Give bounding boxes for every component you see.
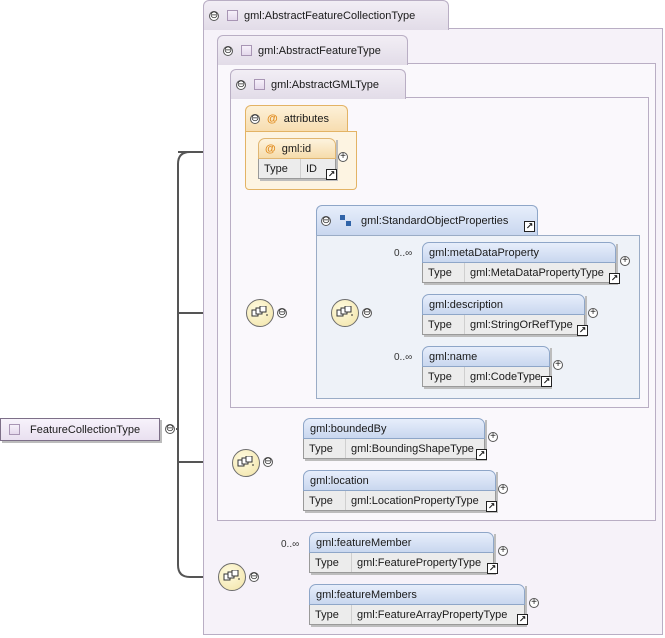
feature-type-tab[interactable]: ⊖ gml:AbstractFeatureType [217, 35, 408, 65]
complex-type-icon [227, 10, 238, 21]
standard-properties-label: gml:StandardObjectProperties [361, 214, 509, 227]
element-metadataproperty[interactable]: gml:metaDataProperty Type gml:MetaDataPro… [422, 242, 616, 283]
group-icon [340, 214, 351, 226]
element-name: gml:metaDataProperty [429, 246, 540, 259]
complex-type-icon [254, 79, 265, 90]
attribute-icon: @ [265, 142, 276, 155]
type-key: Type [423, 263, 465, 282]
expand-icon[interactable]: + [338, 152, 348, 162]
element-name[interactable]: gml:name Type gml:CodeType [422, 346, 550, 387]
feature-collection-tab[interactable]: ⊖ gml:AbstractFeatureCollectionType [203, 0, 449, 30]
complex-type-icon [9, 424, 20, 435]
sequence-icon-collection[interactable] [218, 563, 246, 591]
element-featuremember[interactable]: gml:featureMember Type gml:FeaturePropert… [309, 532, 494, 573]
type-key: Type [423, 315, 465, 334]
type-key: Type [310, 605, 352, 624]
type-value: gml:FeaturePropertyType [357, 556, 482, 569]
link-icon[interactable]: ↗ [517, 614, 528, 625]
sequence-icon-gml[interactable] [246, 299, 274, 327]
type-key: Type [304, 491, 346, 510]
collapse-icon[interactable]: ⊖ [250, 112, 260, 124]
element-location[interactable]: gml:location Type gml:LocationPropertyTyp… [303, 470, 496, 511]
type-key: Type [423, 367, 465, 386]
link-icon[interactable]: ↗ [476, 449, 487, 460]
element-name: gml:featureMember [316, 536, 412, 549]
expand-icon[interactable]: + [588, 308, 598, 318]
type-value: ID [306, 162, 317, 175]
sequence-icon-standard[interactable] [331, 299, 359, 327]
expand-icon[interactable]: + [529, 598, 539, 608]
collapse-icon[interactable]: ⊖ [263, 456, 273, 467]
collapse-icon[interactable]: ⊖ [223, 44, 233, 56]
element-name-label: gml:name [429, 350, 478, 363]
link-icon[interactable]: ↗ [609, 273, 620, 284]
element-featuremembers[interactable]: gml:featureMembers Type gml:FeatureArrayP… [309, 584, 525, 625]
collapse-icon[interactable]: ⊖ [277, 307, 287, 318]
expand-icon[interactable]: + [498, 546, 508, 556]
expand-icon[interactable]: + [553, 360, 563, 370]
link-icon[interactable]: ↗ [577, 325, 588, 336]
expand-icon[interactable]: + [498, 484, 508, 494]
expand-icon[interactable]: + [488, 432, 498, 442]
type-key: Type [310, 553, 352, 572]
collapse-icon[interactable]: ⊖ [236, 78, 246, 90]
sequence-icon-feature[interactable] [232, 449, 260, 477]
element-name: gml:description [429, 298, 503, 311]
feature-type-label: gml:AbstractFeatureType [258, 44, 381, 57]
attributes-tab[interactable]: ⊖ @ attributes [245, 105, 348, 131]
type-value: gml:FeatureArrayPropertyType [357, 608, 508, 621]
element-description[interactable]: gml:description Type gml:StringOrRefType [422, 294, 585, 335]
element-name: gml:boundedBy [310, 422, 387, 435]
cardinality-label: 0..∞ [394, 352, 413, 363]
type-value: gml:StringOrRefType [470, 318, 573, 331]
type-key: Type [259, 159, 301, 178]
link-icon[interactable]: ↗ [487, 563, 498, 574]
attribute-gml-id[interactable]: @ gml:id Type ID [258, 138, 336, 179]
gml-type-tab[interactable]: ⊖ gml:AbstractGMLType [230, 69, 406, 99]
attributes-label: attributes [283, 112, 329, 125]
link-icon[interactable]: ↗ [541, 376, 552, 387]
attribute-name: gml:id [281, 142, 312, 155]
collapse-icon[interactable]: ⊖ [165, 423, 175, 434]
type-value: gml:LocationPropertyType [351, 494, 479, 507]
expand-icon[interactable]: + [620, 256, 630, 266]
root-label: FeatureCollectionType [30, 423, 141, 436]
collapse-icon[interactable]: ⊖ [362, 307, 372, 318]
standard-properties-tab[interactable]: ⊖ gml:StandardObjectProperties [316, 205, 538, 235]
feature-collection-label: gml:AbstractFeatureCollectionType [244, 9, 416, 22]
type-key: Type [304, 439, 346, 458]
element-name: gml:location [310, 474, 369, 487]
complex-type-icon [241, 45, 252, 56]
element-boundedby[interactable]: gml:boundedBy Type gml:BoundingShapeType [303, 418, 485, 459]
type-value: gml:CodeType [470, 370, 541, 383]
link-icon[interactable]: ↗ [486, 501, 497, 512]
type-value: gml:BoundingShapeType [351, 442, 474, 455]
collapse-icon[interactable]: ⊖ [321, 214, 331, 226]
cardinality-label: 0..∞ [394, 248, 413, 259]
link-icon[interactable]: ↗ [326, 169, 337, 180]
collapse-icon[interactable]: ⊖ [249, 571, 259, 582]
cardinality-label: 0..∞ [281, 539, 300, 550]
root-element[interactable]: FeatureCollectionType [0, 418, 160, 441]
type-value: gml:MetaDataPropertyType [470, 266, 604, 279]
link-icon[interactable]: ↗ [524, 221, 535, 232]
attribute-icon: @ [267, 112, 278, 125]
element-name: gml:featureMembers [316, 588, 417, 601]
collapse-icon[interactable]: ⊖ [209, 9, 219, 21]
gml-type-label: gml:AbstractGMLType [271, 78, 379, 91]
